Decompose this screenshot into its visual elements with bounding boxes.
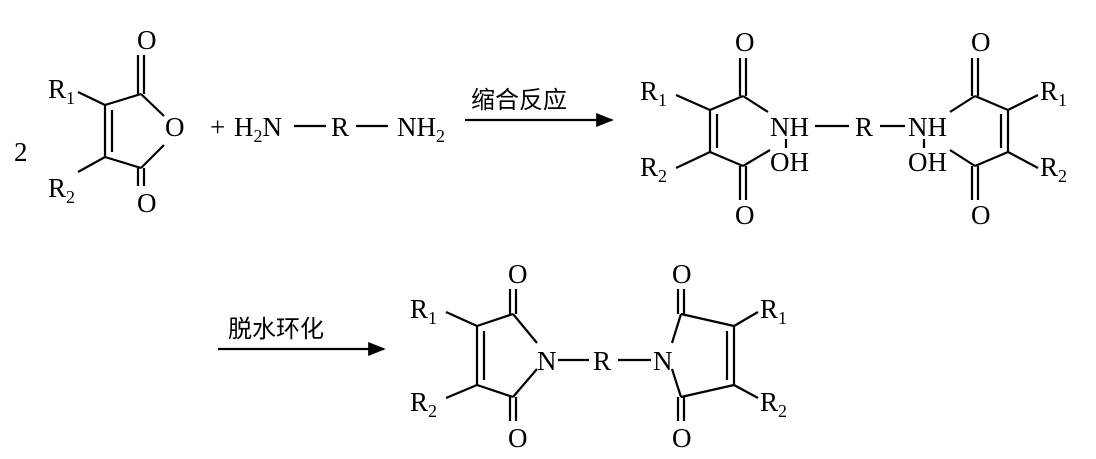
step1-label: 缩合反应 — [471, 86, 567, 114]
intermediate-o-top-left: O — [735, 27, 755, 57]
diamine-r: R — [331, 112, 349, 142]
step2-label: 脱水环化 — [228, 315, 324, 343]
diamine-left-amine: H2N — [234, 112, 282, 146]
anhydride-bonds — [77, 55, 165, 186]
maleic-anhydride: 2 R1 R2 O O O — [14, 25, 185, 218]
product-r-center: R — [593, 346, 611, 376]
intermediate-r1-left: R1 — [640, 76, 667, 110]
intermediate-bonds — [675, 58, 1039, 200]
product-o-bottom-right: O — [672, 423, 692, 453]
product-o-bottom-left: O — [508, 423, 528, 453]
intermediate-r2-right: R2 — [1040, 152, 1067, 186]
product-o-top-right: O — [672, 259, 692, 289]
r1-label: R1 — [48, 74, 75, 108]
oxygen-ring: O — [165, 112, 185, 142]
step1-arrow: 缩合反应 — [465, 86, 614, 128]
intermediate: R1 R2 O O NH OH R NH OH O O R1 R2 — [640, 27, 1067, 230]
intermediate-nh-right: NH — [908, 112, 947, 142]
intermediate-o-bottom-right: O — [971, 200, 991, 230]
product-r2-left: R2 — [410, 387, 437, 421]
intermediate-oh-right: OH — [908, 147, 947, 177]
diamine: + H2N R NH2 — [210, 112, 445, 146]
oxygen-top: O — [137, 25, 157, 55]
product-r1-right: R1 — [760, 294, 787, 328]
intermediate-r-center: R — [855, 112, 873, 142]
plus-sign: + — [210, 112, 225, 142]
oxygen-bottom: O — [137, 188, 157, 218]
intermediate-o-bottom-left: O — [735, 200, 755, 230]
intermediate-r1-right: R1 — [1040, 76, 1067, 110]
diamine-right-amine: NH2 — [397, 112, 445, 146]
step2-arrow: 脱水环化 — [218, 315, 386, 357]
product-bonds — [445, 289, 759, 421]
product-o-top-left: O — [508, 259, 528, 289]
product-r2-right: R2 — [760, 387, 787, 421]
product-r1-left: R1 — [410, 294, 437, 328]
bismaleimide-product: R1 R2 O O N R N O O R1 R2 — [410, 259, 787, 453]
product-n-left: N — [537, 346, 557, 376]
intermediate-oh-left: OH — [770, 147, 809, 177]
coefficient: 2 — [14, 137, 28, 167]
intermediate-nh-left: NH — [770, 112, 809, 142]
intermediate-r2-left: R2 — [640, 152, 667, 186]
product-n-right: N — [653, 346, 673, 376]
intermediate-o-top-right: O — [971, 27, 991, 57]
r2-label: R2 — [48, 173, 75, 207]
